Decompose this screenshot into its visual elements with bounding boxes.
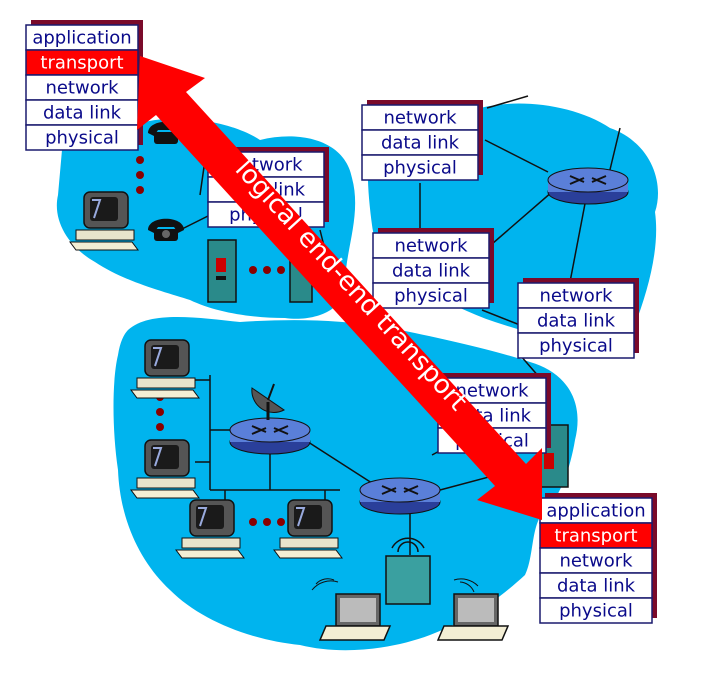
router-icon xyxy=(359,477,441,515)
layer-box xyxy=(372,257,490,284)
protocol-stack-router-c: network data link physical xyxy=(372,228,494,309)
layer-label: physical xyxy=(45,128,119,149)
layer-label: data link xyxy=(392,261,471,282)
layer-label: network xyxy=(539,286,613,307)
router-icon xyxy=(229,417,311,455)
dots-server xyxy=(249,266,285,274)
protocol-stack-router-b: network data link physical xyxy=(361,100,483,181)
protocol-stack-host-left: application transport network data link phys… xyxy=(25,20,143,151)
layer-label: transport xyxy=(554,526,637,547)
telephone-icon xyxy=(148,218,184,241)
router-icon xyxy=(547,167,629,205)
layer-box xyxy=(25,49,139,76)
link xyxy=(484,184,561,251)
layer-label: data link xyxy=(557,576,636,597)
layer-box xyxy=(539,597,653,624)
layer-box xyxy=(372,282,490,309)
layer-box xyxy=(25,124,139,151)
dots-bottom-horizontal xyxy=(249,518,285,526)
link xyxy=(484,139,549,173)
wireless-access-point-icon xyxy=(385,537,431,605)
layer-label: data link xyxy=(537,311,616,332)
layer-box xyxy=(517,282,635,309)
server-icon xyxy=(207,239,237,303)
arrow-shape xyxy=(137,56,542,520)
computers xyxy=(69,191,343,559)
layer-box xyxy=(361,154,479,181)
layer-label: physical xyxy=(539,336,613,357)
layer-label: network xyxy=(559,551,633,572)
layer-label: network xyxy=(455,381,529,402)
layer-label: application xyxy=(546,501,645,522)
devices xyxy=(136,156,285,526)
layer-label: data link xyxy=(381,133,460,154)
computer-icon xyxy=(175,499,245,559)
link xyxy=(179,214,211,231)
laptop-icon xyxy=(436,578,510,641)
layer-box xyxy=(361,104,479,131)
laptop-icon xyxy=(311,578,392,641)
layer-box xyxy=(539,522,653,549)
dots-left-vertical xyxy=(136,156,144,194)
link xyxy=(481,309,521,326)
routers xyxy=(229,167,629,515)
layer-label: network xyxy=(383,108,457,129)
dots-bottom-vertical xyxy=(156,393,164,431)
layer-label: physical xyxy=(383,158,457,179)
layer-label: application xyxy=(32,28,131,49)
link xyxy=(486,95,529,109)
computer-icon xyxy=(130,439,200,499)
layer-label: transport xyxy=(40,53,123,74)
computer-icon xyxy=(273,499,343,559)
link xyxy=(304,439,376,486)
protocol-stack-host-right: application transport network data link phys… xyxy=(539,493,657,624)
layer-box xyxy=(25,74,139,101)
layer-label: network xyxy=(45,78,119,99)
layer-box xyxy=(25,99,139,126)
computer-icon xyxy=(69,191,139,251)
computer-icon xyxy=(130,339,200,399)
layer-label: physical xyxy=(559,601,633,622)
layer-label: network xyxy=(394,236,468,257)
satellite-dish-icon xyxy=(251,383,285,420)
protocol-stack-router-d: network data link physical xyxy=(517,278,639,359)
layer-label: physical xyxy=(394,286,468,307)
layer-box xyxy=(517,332,635,359)
layer-label: data link xyxy=(43,103,122,124)
